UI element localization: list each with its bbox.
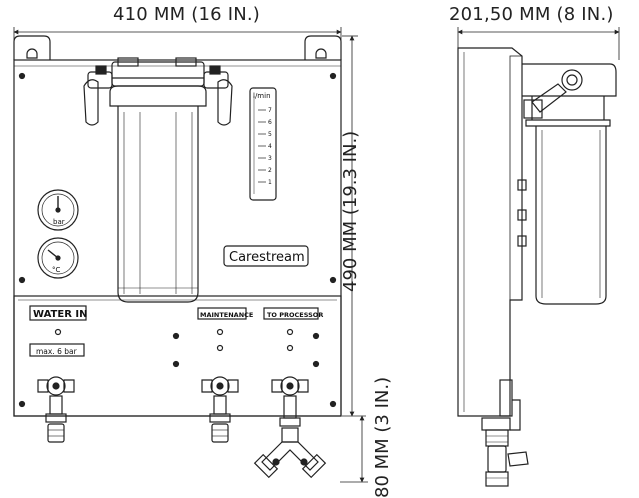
water-in-valve [37, 376, 75, 443]
flowmeter-tick: 5 [268, 131, 272, 138]
flowmeter-tick: 6 [268, 119, 272, 126]
to-processor-box [263, 307, 319, 320]
brand-label-box [223, 245, 309, 267]
brand-label: Carestream [229, 250, 305, 265]
width-side-dimension: 201,50 MM (8 IN.) [449, 4, 614, 25]
side-filter-bowl [535, 126, 607, 305]
filter-bowl [117, 106, 199, 303]
to-processor-label: TO PROCESSOR [267, 311, 323, 319]
side-back-plate [457, 47, 523, 417]
flowmeter-tick: 1 [268, 179, 272, 186]
water-in-label: WATER IN [33, 309, 87, 320]
side-filter-head [522, 63, 617, 97]
width-front-dimension: 410 MM (16 IN.) [113, 4, 261, 25]
flowmeter [249, 87, 277, 201]
to-processor-valve [253, 376, 327, 479]
lower-panel [13, 295, 342, 417]
pressure-gauge [37, 189, 79, 231]
flowmeter-ticks [258, 109, 266, 183]
flowmeter-tick: 3 [268, 155, 272, 162]
front-view [13, 27, 368, 483]
side-view [457, 27, 620, 487]
flowmeter-unit: l/min [253, 92, 271, 100]
flowmeter-scale: 7 6 5 4 3 2 1 [268, 107, 272, 186]
max-pressure-box [29, 343, 85, 357]
maintenance-valve [201, 376, 239, 443]
right-mount-bracket [304, 35, 342, 60]
flowmeter-tick: 4 [268, 143, 272, 150]
pressure-gauge-unit: bar [53, 218, 65, 226]
water-in-box [29, 305, 87, 321]
maintenance-box [197, 307, 247, 320]
maintenance-label: MAINTENANCE [200, 311, 253, 319]
temperature-gauge-unit: °C [52, 266, 61, 274]
flowmeter-tick: 2 [268, 167, 272, 174]
flowmeter-tick: 7 [268, 107, 272, 114]
filter-bowl-top [109, 85, 207, 107]
max-pressure-label: max. 6 bar [36, 347, 78, 356]
temperature-gauge [37, 237, 79, 279]
left-mount-bracket [13, 35, 51, 60]
